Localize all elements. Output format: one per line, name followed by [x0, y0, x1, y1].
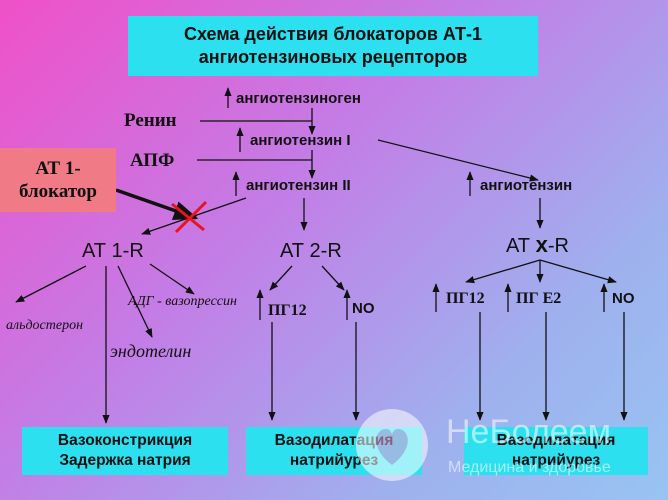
node-no-mid: NO: [352, 300, 375, 317]
arrow-to-no-right: [539, 259, 617, 284]
arrow-to-endothelin: [117, 265, 153, 338]
atxr-prefix: АТ: [506, 235, 536, 257]
node-pg12-right: ПГ12: [446, 290, 485, 307]
arrow-to-no-mid: [321, 265, 345, 291]
diagram-title: Схема действия блокаторов АТ-1 ангиотенз…: [128, 16, 538, 76]
node-at1r: АТ 1-R: [82, 240, 144, 262]
arrow-to-adg: [149, 263, 195, 295]
outcome-left-line2: Задержка натрия: [59, 452, 191, 469]
outcome-right-line1: Вазодилатация: [496, 432, 616, 449]
node-aldosterone: альдостерон: [6, 318, 84, 333]
blocker-box: АТ 1- блокатор: [0, 148, 116, 212]
node-apf: АПФ: [130, 150, 175, 171]
watermark-brand: НеБолеем: [446, 413, 611, 451]
title-line2: ангиотензиновых рецепторов: [198, 47, 468, 67]
blocker-line1: АТ 1-: [35, 158, 81, 179]
atxr-suffix: -R: [547, 235, 569, 257]
arrow-to-aldosterone: [15, 265, 87, 303]
node-angiotensin2: ангиотензин II: [246, 177, 351, 194]
node-pge2-right: ПГ Е2: [516, 290, 562, 307]
outcome-vasodilation-right: Вазодилатация натрийурез: [464, 427, 648, 475]
node-renin: Ренин: [124, 110, 177, 131]
outcome-right-line2: натрийурез: [511, 452, 601, 469]
node-angiotensin: ангиотензин: [480, 177, 573, 194]
atxr-x: х: [535, 232, 548, 257]
arrow-to-pg12-mid: [269, 265, 293, 291]
node-at2r: АТ 2-R: [280, 240, 342, 262]
node-angiotensinogen: ангиотензиноген: [236, 90, 361, 107]
watermark-logo-icon: [356, 409, 428, 481]
arrow-to-angiotensin: [377, 139, 539, 182]
node-angiotensin1: ангиотензин I: [250, 132, 351, 149]
block-cross-icon: [171, 200, 208, 234]
outcome-middle-line2: натрийурез: [289, 452, 379, 469]
node-adg: АДГ - вазопрессин: [128, 294, 237, 309]
watermark-tagline: Медицина и здоровье: [448, 459, 611, 476]
outcome-left-line1: Вазоконстрикция: [57, 432, 193, 449]
outcome-vasoconstriction: Вазоконстрикция Задержка натрия: [22, 427, 228, 475]
watermark: НеБолеем Медицина и здоровье: [350, 403, 668, 498]
arrow-to-pg12-right: [465, 259, 541, 284]
node-no-right: NO: [612, 290, 635, 307]
node-pg12-mid: ПГ12: [268, 302, 307, 319]
node-atxr: АТ х-R: [506, 232, 569, 258]
node-endothelin: эндотелин: [110, 341, 192, 361]
title-line1: Схема действия блокаторов АТ-1: [183, 24, 482, 44]
blocker-line2: блокатор: [18, 181, 97, 202]
